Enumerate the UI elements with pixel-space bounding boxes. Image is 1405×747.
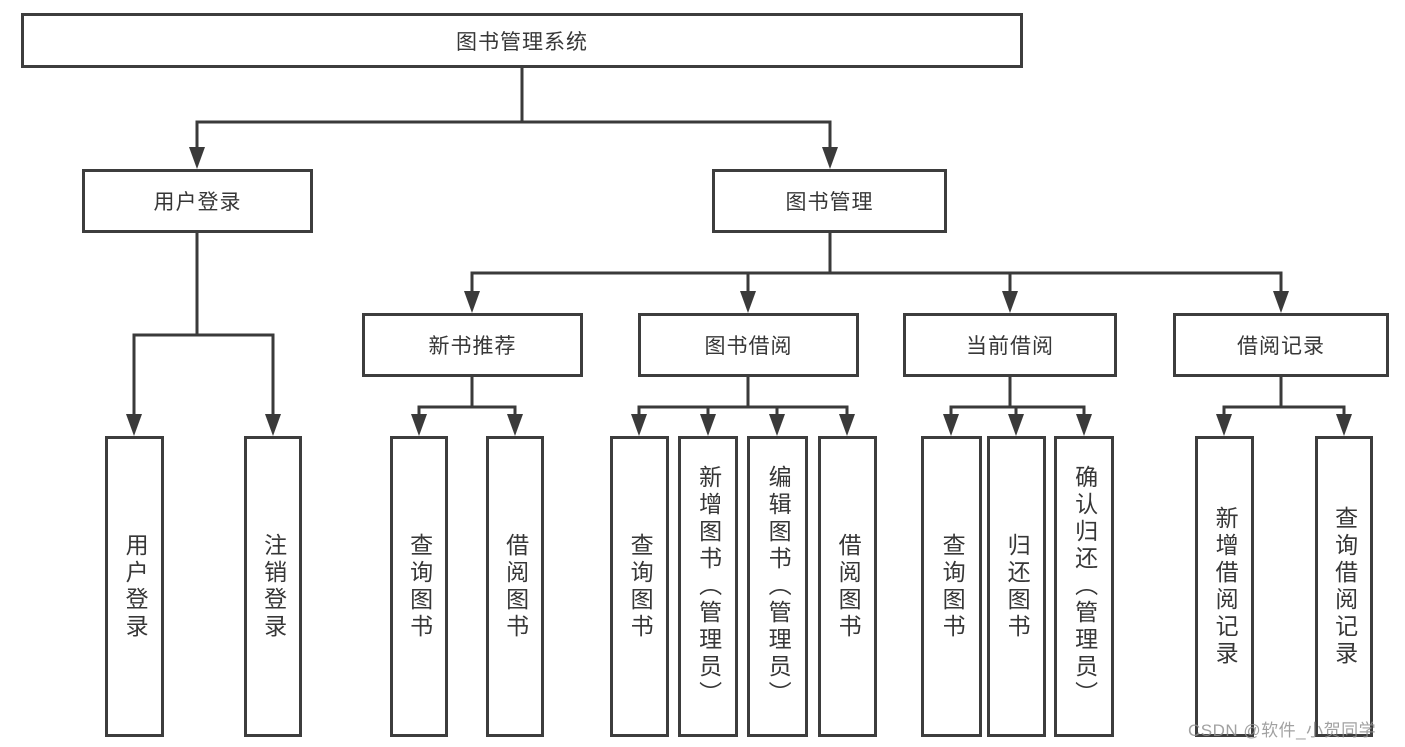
node-library-management-system: 图书管理系统 bbox=[21, 13, 1023, 68]
leaf-label-confirm-return-admin: 确认归还（管理员） bbox=[1071, 465, 1098, 708]
leaf-label-user-login: 用户登录 bbox=[122, 532, 149, 641]
node-book-management: 图书管理 bbox=[712, 169, 947, 233]
leaf-borrow-books-borrowing: 借阅图书 bbox=[818, 436, 877, 737]
csdn-watermark: CSDN @软件_小贺同学 bbox=[1188, 721, 1377, 740]
node-label-current-borrowing: 当前借阅 bbox=[966, 335, 1054, 358]
node-label-user-login: 用户登录 bbox=[153, 191, 242, 214]
leaf-borrow-books-recommend: 借阅图书 bbox=[486, 436, 544, 737]
node-label-new-book-recommend: 新书推荐 bbox=[428, 335, 517, 358]
node-label-borrowing-records: 借阅记录 bbox=[1237, 335, 1325, 358]
leaf-confirm-return-admin: 确认归还（管理员） bbox=[1054, 436, 1114, 737]
leaf-edit-book-admin: 编辑图书（管理员） bbox=[747, 436, 808, 737]
leaf-label-query-borrow-record: 查询借阅记录 bbox=[1331, 505, 1358, 668]
leaf-label-query-books-recommend: 查询图书 bbox=[406, 532, 433, 641]
leaf-label-query-books-current: 查询图书 bbox=[939, 532, 966, 641]
leaf-label-query-books-borrowing: 查询图书 bbox=[627, 532, 654, 641]
leaf-label-add-borrow-record: 新增借阅记录 bbox=[1212, 505, 1239, 668]
node-book-borrowing: 图书借阅 bbox=[638, 313, 859, 377]
leaf-user-login: 用户登录 bbox=[105, 436, 164, 737]
node-current-borrowing: 当前借阅 bbox=[903, 313, 1117, 377]
leaf-query-books-borrowing: 查询图书 bbox=[610, 436, 669, 737]
leaf-query-borrow-record: 查询借阅记录 bbox=[1315, 436, 1373, 737]
leaf-label-borrow-books-borrowing: 借阅图书 bbox=[835, 532, 862, 641]
leaf-logout: 注销登录 bbox=[244, 436, 302, 737]
node-borrowing-records: 借阅记录 bbox=[1173, 313, 1389, 377]
node-label-book-management: 图书管理 bbox=[785, 191, 874, 214]
leaf-add-book-admin: 新增图书（管理员） bbox=[678, 436, 738, 737]
leaf-label-borrow-books-recommend: 借阅图书 bbox=[502, 532, 529, 641]
leaf-query-books-recommend: 查询图书 bbox=[390, 436, 448, 737]
leaf-label-return-books: 归还图书 bbox=[1004, 532, 1031, 641]
leaf-add-borrow-record: 新增借阅记录 bbox=[1195, 436, 1254, 737]
leaf-label-logout: 注销登录 bbox=[260, 532, 287, 641]
leaf-return-books: 归还图书 bbox=[987, 436, 1046, 737]
node-user-login: 用户登录 bbox=[82, 169, 313, 233]
node-new-book-recommend: 新书推荐 bbox=[362, 313, 583, 377]
node-label-book-borrowing: 图书借阅 bbox=[704, 335, 793, 358]
node-label-library-management-system: 图书管理系统 bbox=[456, 30, 588, 54]
leaf-query-books-current: 查询图书 bbox=[921, 436, 982, 737]
leaf-label-edit-book-admin: 编辑图书（管理员） bbox=[765, 465, 792, 708]
leaf-label-add-book-admin: 新增图书（管理员） bbox=[695, 465, 722, 708]
